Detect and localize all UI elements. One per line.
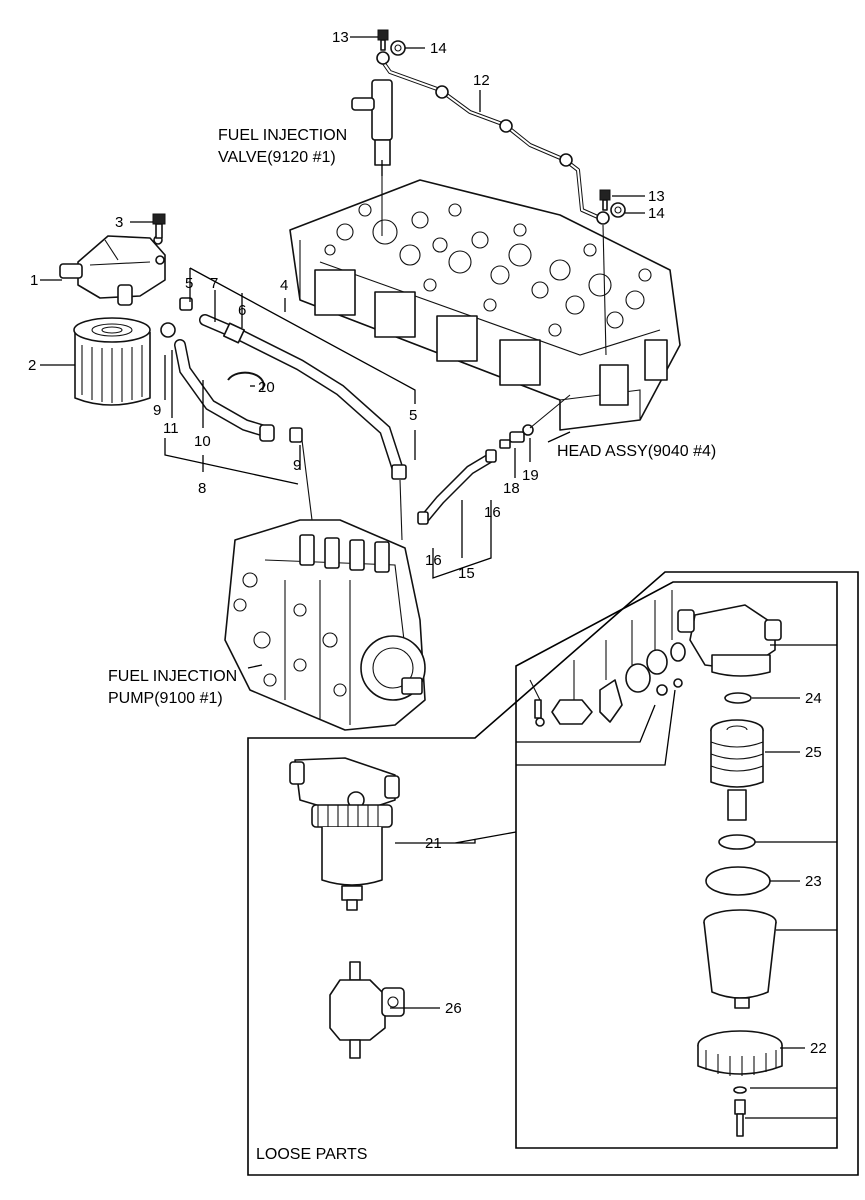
callout-8: 8 xyxy=(198,480,206,497)
callout-1: 1 xyxy=(30,272,38,289)
callout-9b: 9 xyxy=(293,457,301,474)
callout-7: 7 xyxy=(210,275,218,292)
sedimenter-drawing xyxy=(289,757,400,911)
callout-5: 5 xyxy=(185,275,193,292)
callout-11: 11 xyxy=(163,420,179,437)
callout-23: 23 xyxy=(805,873,822,890)
callout-3: 3 xyxy=(115,214,123,231)
loose-parts-label: LOOSE PARTS xyxy=(256,1146,367,1163)
callout-20: 20 xyxy=(258,379,275,396)
callout-24: 24 xyxy=(805,690,822,707)
fuel-injection-valve-drawing xyxy=(351,79,393,236)
fuel-injection-valve-label-line1: FUEL INJECTION xyxy=(218,127,347,144)
loose-parts-frame xyxy=(247,571,859,1176)
callout-13: 13 xyxy=(332,29,349,46)
callout-6: 6 xyxy=(238,302,246,319)
head-assy-label: HEAD ASSY(9040 #4) xyxy=(557,443,716,460)
fuel-injection-valve-label-line2: VALVE(9120 #1) xyxy=(218,149,336,166)
inline-filter-drawing xyxy=(329,961,405,1059)
leak-off-pipe-drawing xyxy=(376,29,626,356)
callout-18: 18 xyxy=(503,480,520,497)
fuel-filter-assembly-drawing xyxy=(59,213,166,406)
callout-26: 26 xyxy=(445,1000,462,1017)
callout-4: 4 xyxy=(280,277,288,294)
callout-5b: 5 xyxy=(409,407,417,424)
callout-14b: 14 xyxy=(648,205,665,222)
callout-25: 25 xyxy=(805,744,822,761)
callout-9: 9 xyxy=(153,402,161,419)
callout-15: 15 xyxy=(458,565,475,582)
leader-lines xyxy=(40,36,837,1119)
cylinder-head-drawing xyxy=(289,179,681,431)
callout-19: 19 xyxy=(522,467,539,484)
callout-16: 16 xyxy=(484,504,501,521)
callout-10: 10 xyxy=(194,433,211,450)
return-hose-drawing xyxy=(417,394,571,525)
captions: FUEL INJECTION VALVE(9120 #1) FUEL INJEC… xyxy=(108,127,716,1163)
exploded-parts-drawing xyxy=(529,590,783,1137)
callout-2: 2 xyxy=(28,357,36,374)
fuel-hoses-drawing xyxy=(160,297,407,541)
callout-22: 22 xyxy=(810,1040,827,1057)
callout-numbers: 1 2 3 4 5 5 6 7 8 9 9 10 11 12 13 13 14 … xyxy=(28,29,827,1057)
fuel-injection-pump-label-line1: FUEL INJECTION xyxy=(108,668,237,685)
fuel-injection-pump-label-line2: PUMP(9100 #1) xyxy=(108,690,223,707)
callout-14: 14 xyxy=(430,40,447,57)
fuel-injection-pump-drawing xyxy=(224,519,426,731)
callout-13b: 13 xyxy=(648,188,665,205)
callout-21: 21 xyxy=(425,835,442,852)
callout-12: 12 xyxy=(473,72,490,89)
callout-16b: 16 xyxy=(425,552,442,569)
